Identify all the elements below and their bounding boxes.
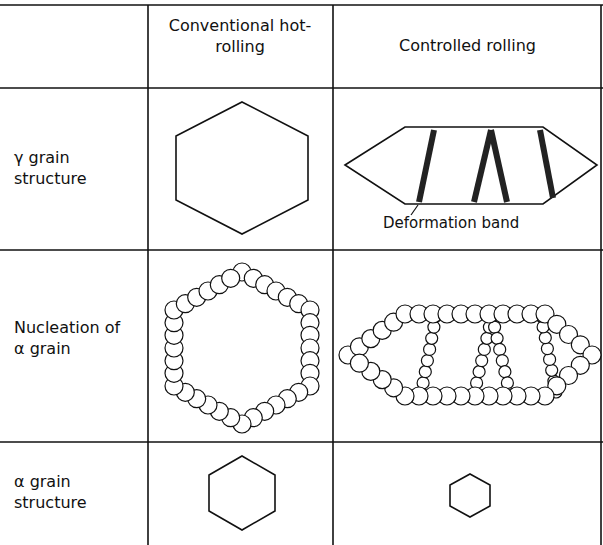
nucleus-circle (426, 332, 438, 344)
nucleus-circle (421, 355, 433, 367)
deformation-band (419, 130, 434, 202)
leader-line (411, 205, 418, 215)
nucleus-circle (546, 364, 558, 376)
nucleus-circle (478, 343, 490, 355)
ferrite-grain (209, 456, 275, 530)
grid-line (0, 249, 603, 251)
column-header: Controlled rolling (345, 36, 590, 57)
grid-line (0, 441, 603, 443)
table-grid (0, 5, 603, 545)
elongated-austenite-grain (345, 127, 597, 204)
callout-label: Deformation band (383, 214, 583, 234)
nucleus-circle (419, 366, 431, 378)
nucleus-circle (496, 355, 508, 367)
fine-ferrite-grain (450, 474, 490, 517)
nucleus-circle (476, 355, 488, 367)
nucleus-circle (491, 332, 503, 344)
row-header: γ grain structure (14, 148, 124, 190)
nucleus-circle (222, 269, 240, 287)
nucleus-circle (473, 366, 485, 378)
austenite-grain (176, 102, 308, 234)
grid-line (332, 5, 334, 545)
nucleus-circle (350, 354, 368, 372)
row-header: α grain structure (14, 472, 124, 514)
nucleus-circle (544, 353, 556, 365)
nucleus-circle (499, 366, 511, 378)
nucleus-circle (539, 332, 551, 344)
nucleation-sites (165, 263, 601, 433)
column-header: Conventional hot-rolling (160, 16, 320, 58)
row-header: Nucleation of α grain (14, 318, 129, 360)
deformation-band (474, 130, 491, 202)
nucleus-circle (424, 343, 436, 355)
grid-line (0, 87, 603, 89)
nucleus-circle (494, 343, 506, 355)
grid-line (0, 4, 603, 6)
nucleus-circle (541, 343, 553, 355)
deformation-band (491, 130, 507, 202)
grid-line (147, 5, 149, 545)
deformation-band (540, 130, 553, 198)
grid-line (600, 5, 602, 545)
deformation-bands (419, 130, 553, 202)
